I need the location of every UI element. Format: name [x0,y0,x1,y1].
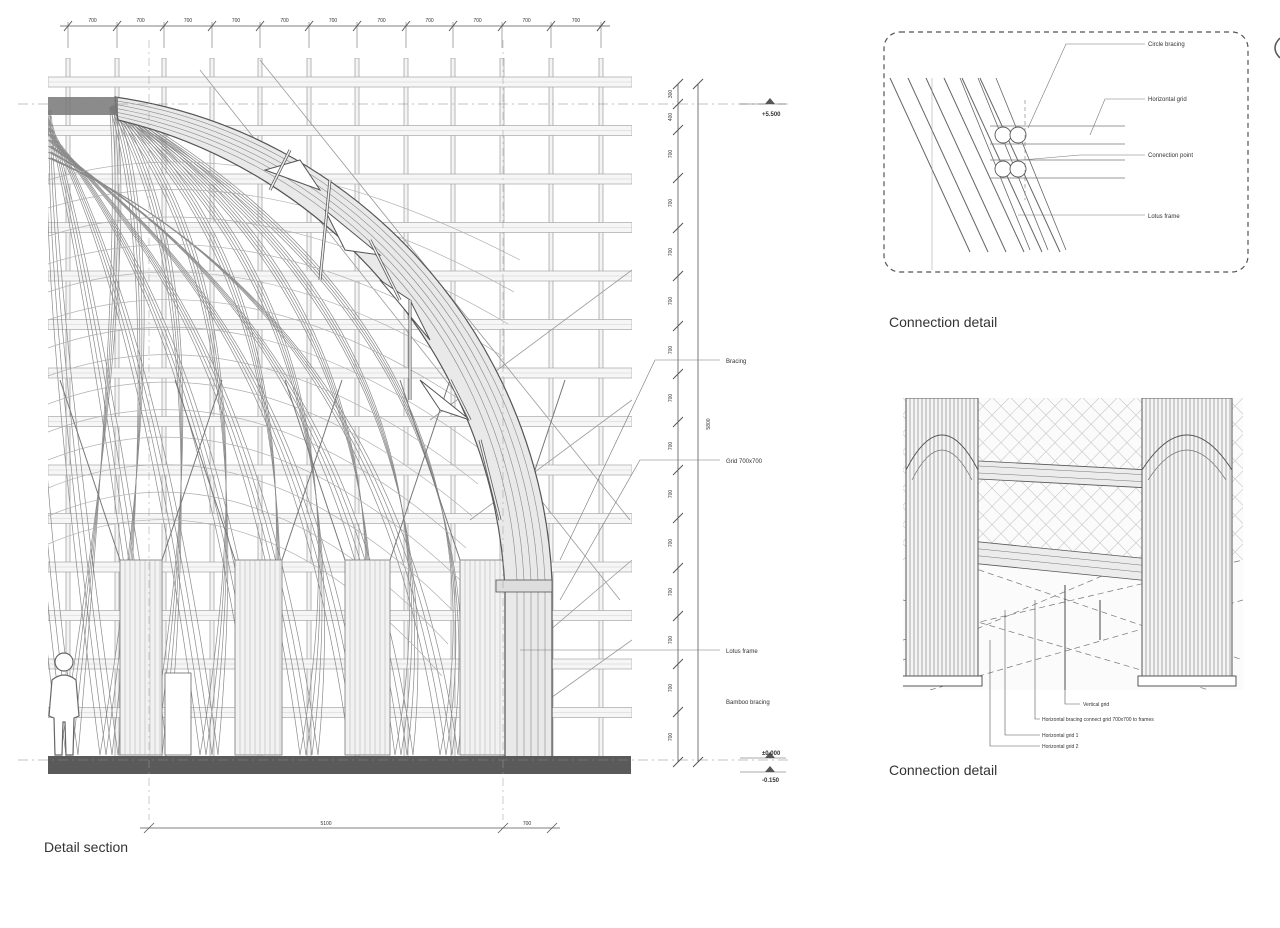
level-mark-floor: ±0.000 [740,751,786,759]
level-mark-below: -0.150 [740,766,786,784]
detail-boundary [883,31,1249,273]
label-horizontal-bracing: Horizontal bracing connect grid 700x700 … [1042,717,1154,723]
lotus-columns [59,379,566,756]
right-dim-label: 400 [668,113,674,122]
svg-text:Grid 700x700: Grid 700x700 [726,459,763,465]
right-dim-label: 700 [668,733,674,742]
right-dim-label: 700 [668,490,674,499]
circle-bracing-members [994,126,1027,178]
right-dim-label: 700 [668,394,674,403]
top-beam-block [48,97,118,115]
callout-lotus-frame: Lotus frame [520,649,758,655]
right-dim-label: 700 [668,248,674,257]
bottom-dim-bay: 700 [523,821,532,827]
svg-text:±0.000: ±0.000 [762,751,781,757]
lotus-column-pair [903,398,1237,687]
right-dimension-chain: 300 400 700 700 700 700 700 700 700 700 700 700 700 7… [668,78,684,768]
label-circle-bracing: Circle bracing [1148,42,1185,48]
connection-detail-bottom: Vertical grid Horizontal bracing connect… [903,398,1243,750]
caption-connection-detail-top: Connection detail [889,314,998,330]
right-dim-label: 700 [668,636,674,645]
top-dim-label: 700 [88,18,97,24]
detail-section-drawing: 700 700 700 700 700 700 700 700 700 700 700 300 400… [18,18,790,834]
label-horizontal-grid: Horizontal grid [1148,97,1187,103]
bottom-dimension-chain [140,822,560,834]
human-figure [48,652,80,756]
svg-text:Bamboo bracing: Bamboo bracing [726,700,770,706]
label-vertical-grid: Vertical grid [1083,702,1109,708]
right-dim-label: 700 [668,442,674,451]
right-dim-label: 700 [668,150,674,159]
total-height-label: 5800 [706,418,712,429]
bottom-dim-span: 5100 [320,821,331,827]
callout-grid: Grid 700x700 [559,459,763,601]
horizontal-grid-members [990,125,1125,179]
callout-bamboo-bracing: Bamboo bracing [726,700,770,706]
lotus-frame-arch [114,96,553,758]
lotus-frame-members [889,77,1067,270]
top-dim-label: 700 [522,18,531,24]
right-dim-label: 700 [668,346,674,355]
label-horizontal-grid-1: Horizontal grid 1 [1042,733,1079,739]
top-dim-label: 700 [473,18,482,24]
top-dim-label: 700 [136,18,145,24]
top-dim-label: 700 [184,18,193,24]
svg-text:Bracing: Bracing [726,359,746,365]
right-dim-label: 700 [668,199,674,208]
caption-detail-section: Detail section [44,839,129,855]
top-dim-label: 700 [377,18,386,24]
top-dim-label: 700 [572,18,581,24]
svg-text:Lotus frame: Lotus frame [726,649,758,655]
right-dim-label: 700 [668,588,674,597]
label-lotus-frame: Lotus frame [1148,214,1180,220]
right-dim-label: 700 [668,684,674,693]
partial-edge-mark [1274,37,1280,59]
label-connection-point: Connection point [1148,153,1193,159]
floor-slab [48,756,631,774]
caption-connection-detail-bottom: Connection detail [889,762,998,778]
top-dim-label: 700 [232,18,241,24]
svg-text:-0.150: -0.150 [762,778,780,784]
level-mark-top: +5.500 [740,98,786,118]
callout-bracing: Bracing [559,359,746,561]
top-dim-label: 700 [280,18,289,24]
lotus-ribs [48,103,521,756]
right-dim-label: 300 [668,90,674,99]
top-dim-label: 700 [425,18,434,24]
svg-text:+5.500: +5.500 [762,112,781,118]
right-dim-label: 700 [668,297,674,306]
right-dim-label: 700 [668,539,674,548]
label-horizontal-grid-2: Horizontal grid 2 [1042,744,1079,750]
top-dim-label: 700 [329,18,338,24]
connection-detail-top: Circle bracing Horizontal grid Connectio… [883,31,1249,273]
top-dimension-chain: 700 700 700 700 700 700 700 700 700 700 700 [60,18,610,48]
